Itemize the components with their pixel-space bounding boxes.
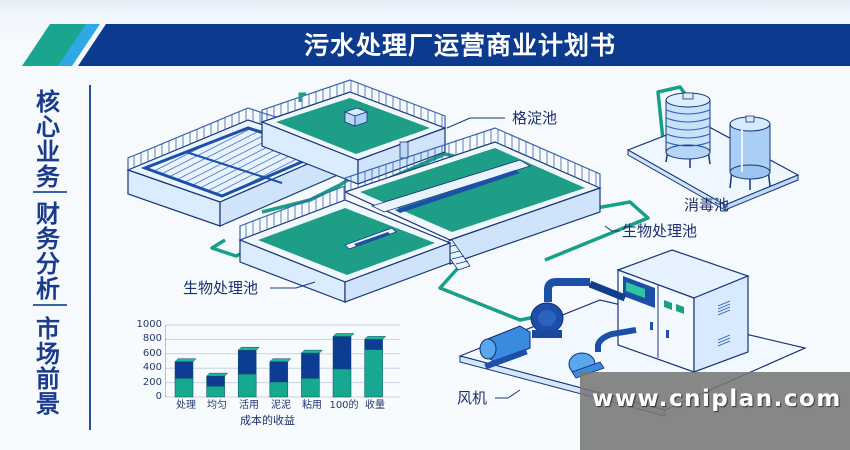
char: 心 (36, 113, 60, 141)
title-banner (22, 24, 850, 66)
char: 财 (36, 200, 60, 228)
x-category: 处理 (176, 400, 196, 411)
bar-segment (174, 378, 194, 398)
char: 市 (36, 315, 60, 343)
bar-segment (237, 349, 257, 375)
label-bio-tank-left: 生物处理池 (183, 279, 259, 297)
bio-tank-long (343, 127, 602, 271)
cost-revenue-chart: 1000 800 600 400 200 0 处理 均匀 活用 泥泥 粘用 10… (130, 315, 400, 430)
x-category: 100的 (329, 400, 359, 411)
stripe-teal (22, 24, 92, 66)
stripe-lightblue (58, 24, 100, 66)
y-tick: 200 (142, 377, 162, 388)
bar-segment (301, 352, 320, 379)
divider (33, 304, 67, 306)
divider (33, 191, 67, 193)
vertical-divider (89, 85, 91, 430)
label-grit-tank: 格淀池 (512, 109, 558, 127)
bar-segment (332, 336, 352, 370)
bar-segment (206, 375, 225, 387)
x-category: 收量 (365, 400, 385, 411)
bar-segment (269, 381, 289, 398)
bar-segment (174, 361, 194, 379)
bio-tank-lower (238, 185, 452, 303)
x-category: 均匀 (207, 400, 227, 411)
page-title: 污水处理厂运营商业计划书 (303, 31, 616, 60)
label-bio-tank-right: 生物处理池 (622, 222, 698, 240)
watermark-text: www.cniplan.com (592, 386, 842, 412)
bar-segment (332, 368, 352, 398)
y-tick: 800 (142, 333, 162, 344)
callout-lines (270, 117, 620, 399)
x-category: 粘用 (302, 400, 322, 411)
bar-segment (237, 373, 257, 398)
side-nav-item-market-outlook[interactable]: 市 场 前 景 (32, 317, 64, 417)
bar-segment (206, 385, 225, 398)
label-blower: 风机 (457, 389, 488, 407)
char: 业 (36, 138, 60, 166)
x-category: 泥泥 (271, 400, 291, 411)
stripe-navy-banner (78, 24, 850, 66)
char: 核 (36, 88, 60, 116)
y-tick: 0 (155, 391, 162, 402)
cylinder-tank (729, 115, 771, 190)
bar-segment (269, 361, 289, 383)
y-tick: 1000 (136, 319, 162, 330)
char: 场 (36, 340, 60, 368)
x-axis-title: 成本的收益 (240, 414, 295, 427)
char: 前 (36, 365, 60, 393)
side-nav-item-financial-analysis[interactable]: 财 务 分 析 (32, 202, 64, 302)
side-nav-item-core-business[interactable]: 核 心 业 务 (32, 90, 64, 190)
blower-pump (479, 278, 627, 370)
x-category: 活用 (239, 400, 259, 411)
control-cabinet (616, 249, 750, 373)
ribbed-tank (665, 92, 711, 168)
label-disinfection-tank: 消毒池 (684, 196, 730, 214)
disinfection-tanks (626, 92, 800, 211)
bar-segment (364, 349, 383, 398)
watermark-banner: www.cniplan.com (580, 372, 850, 450)
char: 务 (36, 225, 60, 253)
sedimentation-tank (260, 79, 447, 185)
bar-segment (301, 378, 320, 398)
char: 析 (36, 275, 60, 303)
char: 务 (36, 163, 60, 191)
y-tick: 400 (142, 362, 162, 373)
y-tick: 600 (142, 348, 162, 359)
chart-plot-area (165, 324, 400, 398)
side-nav: 核 心 业 务 财 务 分 析 市 场 前 景 (20, 85, 76, 425)
char: 景 (36, 390, 60, 418)
bar-segment (364, 339, 383, 350)
char: 分 (36, 250, 60, 278)
